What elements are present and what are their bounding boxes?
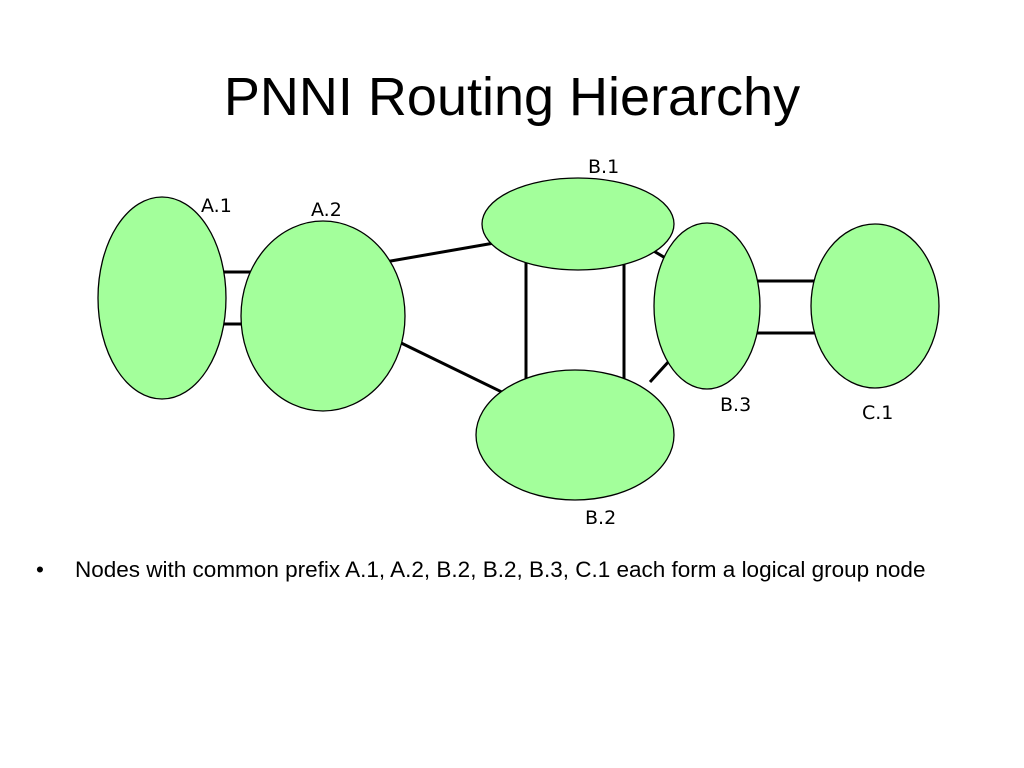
node-labels: A.1 A.2 B.1 B.2 B.3 C.1	[201, 156, 893, 529]
bullet-item: • Nodes with common prefix A.1, A.2, B.2…	[36, 553, 996, 587]
link-a2-b2	[394, 338, 511, 398]
bullet-text: Nodes with common prefix A.1, A.2, B.2, …	[75, 557, 926, 582]
label-b2: B.2	[585, 507, 616, 529]
nodes	[97, 177, 940, 501]
label-b3: B.3	[720, 394, 751, 416]
node-b3	[653, 222, 761, 390]
bullet-list: • Nodes with common prefix A.1, A.2, B.2…	[36, 553, 996, 587]
label-b1: B.1	[588, 156, 619, 178]
links	[210, 240, 822, 398]
link-b2-b3	[648, 358, 672, 384]
link-a2-b1	[384, 240, 501, 264]
node-b2	[475, 369, 675, 501]
label-c1: C.1	[862, 402, 893, 424]
label-a1: A.1	[201, 195, 232, 217]
bullet-marker: •	[36, 557, 44, 582]
slide-title: PNNI Routing Hierarchy	[223, 67, 801, 127]
node-c1	[810, 223, 940, 389]
label-a2: A.2	[311, 199, 342, 221]
node-a2	[240, 220, 406, 412]
node-b1	[481, 177, 675, 271]
node-a1	[97, 196, 227, 400]
